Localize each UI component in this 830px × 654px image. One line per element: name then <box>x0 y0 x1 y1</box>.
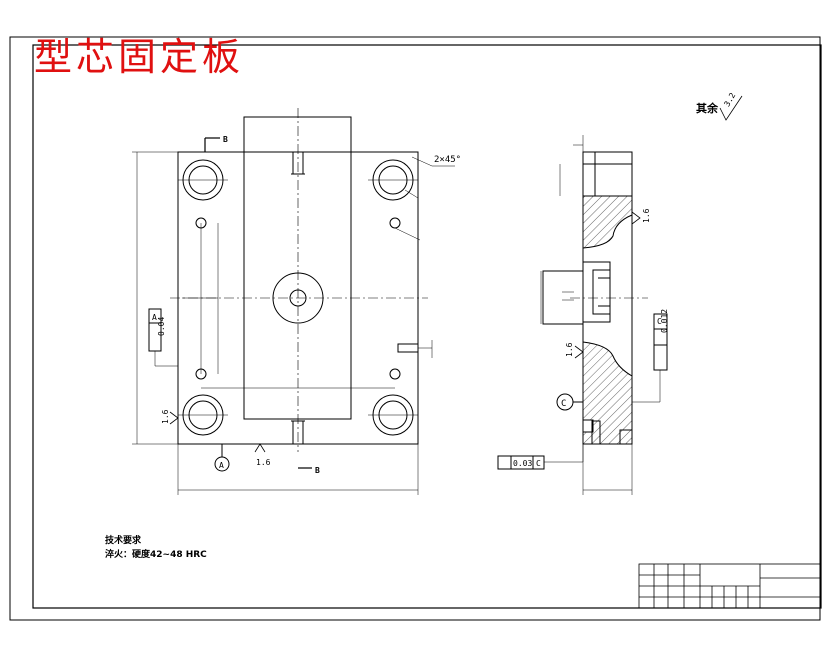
label-flatness-value: 0.04 <box>157 317 166 336</box>
center-hole <box>289 289 307 307</box>
drawing-labels: B B 2×45° A C 1.6 1.6 1.6 1.6 0.04 A 0.0… <box>152 91 738 475</box>
label-roughness-section-right: 1.6 <box>642 208 651 223</box>
label-chamfer: 2×45° <box>434 155 461 165</box>
section-hatch-upper <box>582 195 633 249</box>
section-hatch-lower <box>582 341 633 445</box>
label-flatness-datum: A <box>152 313 157 322</box>
tech-requirements-line: 淬火：硬度42~48 HRC <box>105 550 207 560</box>
label-b-bottom: B <box>315 466 320 475</box>
label-parallel-value: 0.012 <box>660 309 669 333</box>
section-view <box>497 95 743 495</box>
label-parallel-datum: C <box>657 317 662 326</box>
front-view <box>132 108 455 495</box>
label-b-top: B <box>223 135 228 144</box>
label-datum-c: C <box>561 399 566 409</box>
label-roughness-bottom: 1.6 <box>256 458 271 467</box>
drawing-title: 型芯固定板 <box>34 35 245 79</box>
tech-requirements-heading: 技术要求 <box>105 536 142 546</box>
label-perp-datum: C <box>536 459 541 468</box>
label-roughness-left: 1.6 <box>161 409 170 424</box>
central-pocket <box>243 116 352 420</box>
title-block <box>638 563 822 609</box>
label-roughness-section-left: 1.6 <box>565 342 574 357</box>
inner-border <box>32 44 822 609</box>
label-datum-a: A <box>219 461 224 470</box>
label-perp-value: 0.03 <box>513 459 532 468</box>
roughness-other-label: 其余 <box>696 102 718 115</box>
center-boss <box>272 272 324 324</box>
outer-border <box>9 36 821 621</box>
